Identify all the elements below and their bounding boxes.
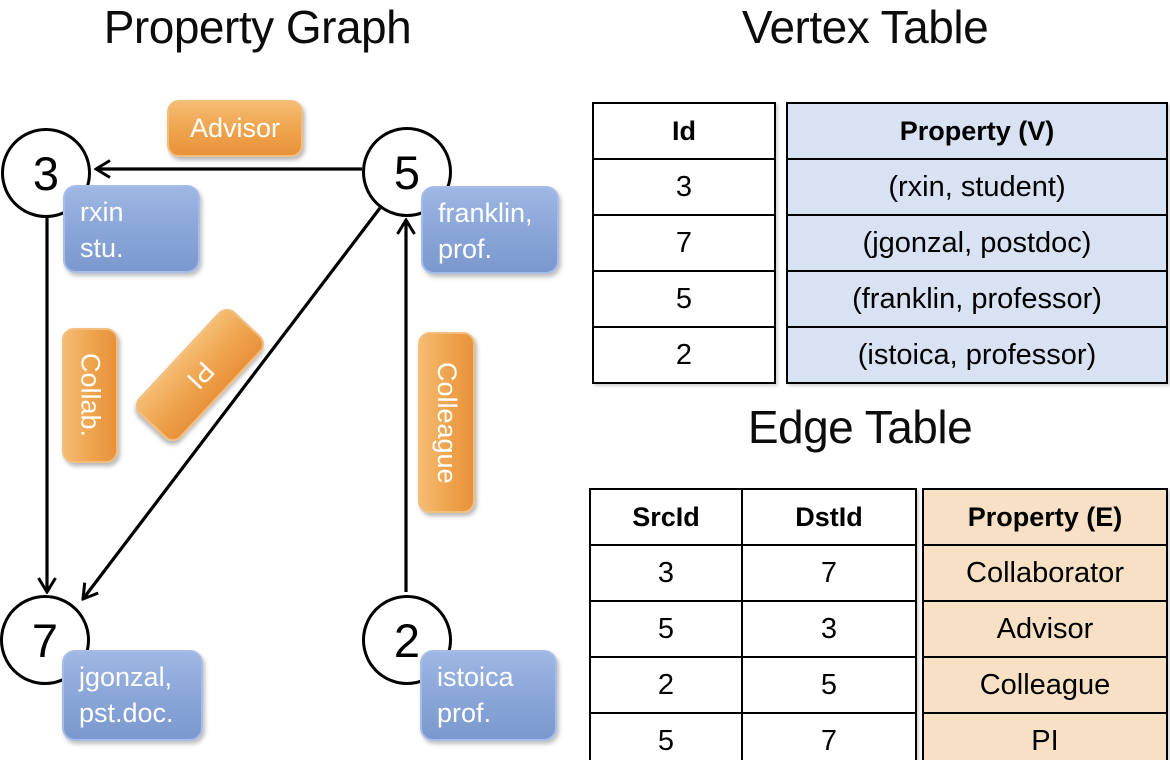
- vertex-property-box-rxin: rxin stu.: [63, 185, 200, 273]
- edge-dstid-cell: 7: [741, 712, 917, 760]
- table-header-row: Property (E): [922, 488, 1168, 546]
- vertex-node-3-id: 3: [32, 146, 60, 200]
- vertex-node-2: 2: [362, 595, 452, 685]
- edge-arrow-pi-5-to-7: [83, 207, 382, 599]
- vertex-property-box-franklin: franklin, prof.: [421, 186, 559, 274]
- vertex-property-cell: (jgonzal, postdoc): [786, 214, 1168, 272]
- table-row: 5 3: [589, 600, 917, 658]
- edge-label-text: Collab.: [75, 353, 106, 438]
- table-row: (rxin, student): [786, 158, 1168, 216]
- vertex-node-2-id: 2: [393, 613, 421, 667]
- vertex-id-cell: 5: [592, 270, 776, 328]
- vertex-node-5-id: 5: [393, 145, 421, 199]
- table-row: 2: [592, 326, 776, 384]
- edge-table-property-column: Property (E) Collaborator Advisor Collea…: [922, 488, 1168, 760]
- vertex-property-line: prof.: [437, 698, 492, 729]
- table-row: 3: [592, 158, 776, 216]
- edge-label-text: PI: [180, 355, 221, 395]
- edge-dstid-cell: 5: [741, 656, 917, 714]
- table-row: Collaborator: [922, 544, 1168, 602]
- table-header-row: Id: [592, 102, 776, 160]
- vertex-id-cell: 7: [592, 214, 776, 272]
- edge-srcid-cell: 2: [589, 656, 743, 714]
- edge-property-header: Property (E): [922, 488, 1168, 546]
- edge-srcid-cell: 3: [589, 544, 743, 602]
- vertex-table-property-column: Property (V) (rxin, student) (jgonzal, p…: [786, 102, 1168, 384]
- table-row: 3 7: [589, 544, 917, 602]
- edge-dstid-cell: 3: [741, 600, 917, 658]
- edge-dstid-header: DstId: [741, 488, 917, 546]
- vertex-property-cell: (istoica, professor): [786, 326, 1168, 384]
- vertex-property-line: istoica: [437, 662, 514, 692]
- edge-table-id-columns: SrcId DstId 3 7 5 3 2 5 5 7: [589, 488, 917, 760]
- graph-edges-svg: [0, 0, 580, 760]
- vertex-property-cell: (franklin, professor): [786, 270, 1168, 328]
- edge-property-cell: Advisor: [922, 600, 1168, 658]
- vertex-table-id-column: Id 3 7 5 2: [592, 102, 776, 384]
- edge-label-colleague: Colleague: [418, 332, 475, 513]
- edge-label-text: Colleague: [432, 361, 462, 484]
- edge-property-cell: Colleague: [922, 656, 1168, 714]
- table-row: Advisor: [922, 600, 1168, 658]
- vertex-property-line: franklin,: [438, 198, 533, 228]
- table-row: (istoica, professor): [786, 326, 1168, 384]
- vertex-property-cell: (rxin, student): [786, 158, 1168, 216]
- table-header-row: Property (V): [786, 102, 1168, 160]
- table-row: (franklin, professor): [786, 270, 1168, 328]
- edge-srcid-cell: 5: [589, 600, 743, 658]
- vertex-id-cell: 2: [592, 326, 776, 384]
- vertex-property-line: rxin: [80, 197, 124, 227]
- table-row: 5 7: [589, 712, 917, 760]
- vertex-node-7-id: 7: [31, 613, 59, 667]
- vertex-property-line: jgonzal,: [79, 662, 173, 692]
- edge-dstid-cell: 7: [741, 544, 917, 602]
- vertex-property-box-istoica: istoica prof.: [420, 650, 557, 741]
- vertex-id-cell: 3: [592, 158, 776, 216]
- table-header-row: SrcId DstId: [589, 488, 917, 546]
- edge-property-cell: Collaborator: [922, 544, 1168, 602]
- vertex-id-header: Id: [592, 102, 776, 160]
- table-row: 5: [592, 270, 776, 328]
- table-row: (jgonzal, postdoc): [786, 214, 1168, 272]
- edge-label-text: Advisor: [189, 113, 281, 143]
- table-row: PI: [922, 712, 1168, 760]
- vertex-property-box-jgonzal: jgonzal, pst.doc.: [62, 650, 203, 741]
- edge-label-advisor: Advisor: [167, 100, 303, 157]
- edge-table-title: Edge Table: [747, 401, 973, 453]
- vertex-property-line: prof.: [438, 234, 493, 265]
- property-graph-title: Property Graph: [103, 1, 412, 53]
- edge-property-cell: PI: [922, 712, 1168, 760]
- table-row: Colleague: [922, 656, 1168, 714]
- vertex-property-header: Property (V): [786, 102, 1168, 160]
- edge-label-collab: Collab.: [62, 328, 118, 463]
- table-row: 7: [592, 214, 776, 272]
- vertex-property-line: pst.doc.: [79, 698, 174, 729]
- edge-srcid-cell: 5: [589, 712, 743, 760]
- vertex-property-line: stu.: [80, 233, 124, 264]
- vertex-table-title: Vertex Table: [741, 1, 989, 53]
- edge-srcid-header: SrcId: [589, 488, 743, 546]
- table-row: 2 5: [589, 656, 917, 714]
